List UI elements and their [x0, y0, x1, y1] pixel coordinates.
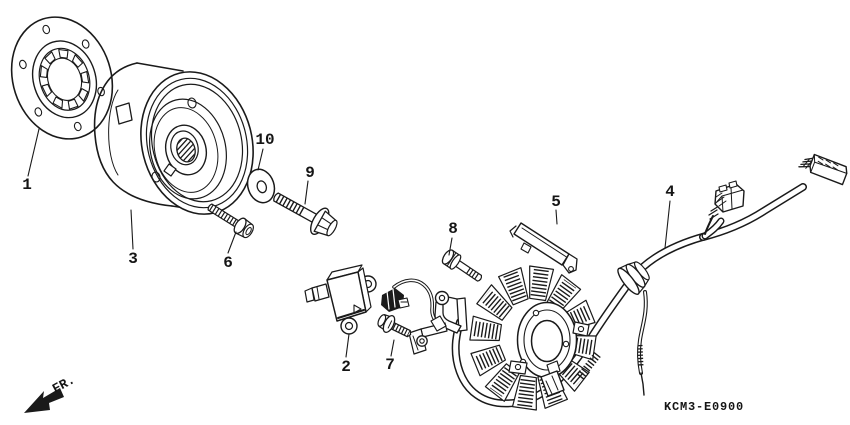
pulse-wire-boot: [381, 278, 447, 332]
fr-arrow-icon: [24, 388, 64, 413]
callout-1: 1: [22, 176, 32, 194]
callout-9: 9: [305, 164, 315, 182]
leader-7: [390, 339, 395, 357]
callout-6: 6: [223, 254, 233, 272]
leader-4: [664, 200, 671, 249]
callout-4: 4: [665, 183, 675, 201]
part-1-clutch-ring: [10, 16, 114, 140]
part-3-flywheel: [93, 62, 254, 215]
leader-5: [555, 209, 558, 225]
fr-label: FR.: [50, 372, 78, 396]
harness-pigtail-wire: [636, 290, 648, 396]
leader-8: [448, 237, 453, 256]
stator-assembly: [381, 265, 602, 411]
leader-6: [227, 231, 237, 254]
stator-coils: [469, 265, 597, 411]
fr-direction-arrow: FR.: [24, 372, 78, 413]
callout-3: 3: [128, 250, 138, 268]
callout-7: 7: [385, 356, 395, 374]
leader-9: [304, 180, 309, 205]
stator-center-hole: [530, 319, 564, 363]
callouts: 1 3 6 10 9 2 7 8 5 4: [22, 128, 675, 376]
part-6-bolt: [207, 203, 254, 239]
harness-connector-small: [704, 180, 745, 235]
part-5-wire-clamp: [509, 222, 578, 274]
stator-lead-block: [540, 360, 565, 397]
callout-2: 2: [341, 358, 351, 376]
leader-3: [130, 209, 134, 250]
part-10-washer: [246, 168, 276, 204]
part-7-bolt: [377, 314, 412, 338]
flywheel-keyway: [115, 102, 133, 125]
harness-grommet: [617, 261, 650, 295]
callout-8: 8: [448, 220, 458, 238]
diagram-code: KCM3-E0900: [664, 400, 744, 414]
harness-connector-large: [798, 153, 848, 186]
part-8-bolt: [441, 249, 483, 282]
leader-2: [345, 333, 350, 358]
callout-5: 5: [551, 193, 561, 211]
flywheel-hub: [163, 124, 208, 177]
callout-10: 10: [255, 131, 274, 149]
part-2-pulse-generator: [304, 264, 377, 335]
leader-1: [27, 128, 40, 177]
part-9-flange-bolt: [273, 192, 338, 237]
clutch-sprag-teeth: [39, 48, 90, 110]
leader-10: [257, 148, 264, 171]
